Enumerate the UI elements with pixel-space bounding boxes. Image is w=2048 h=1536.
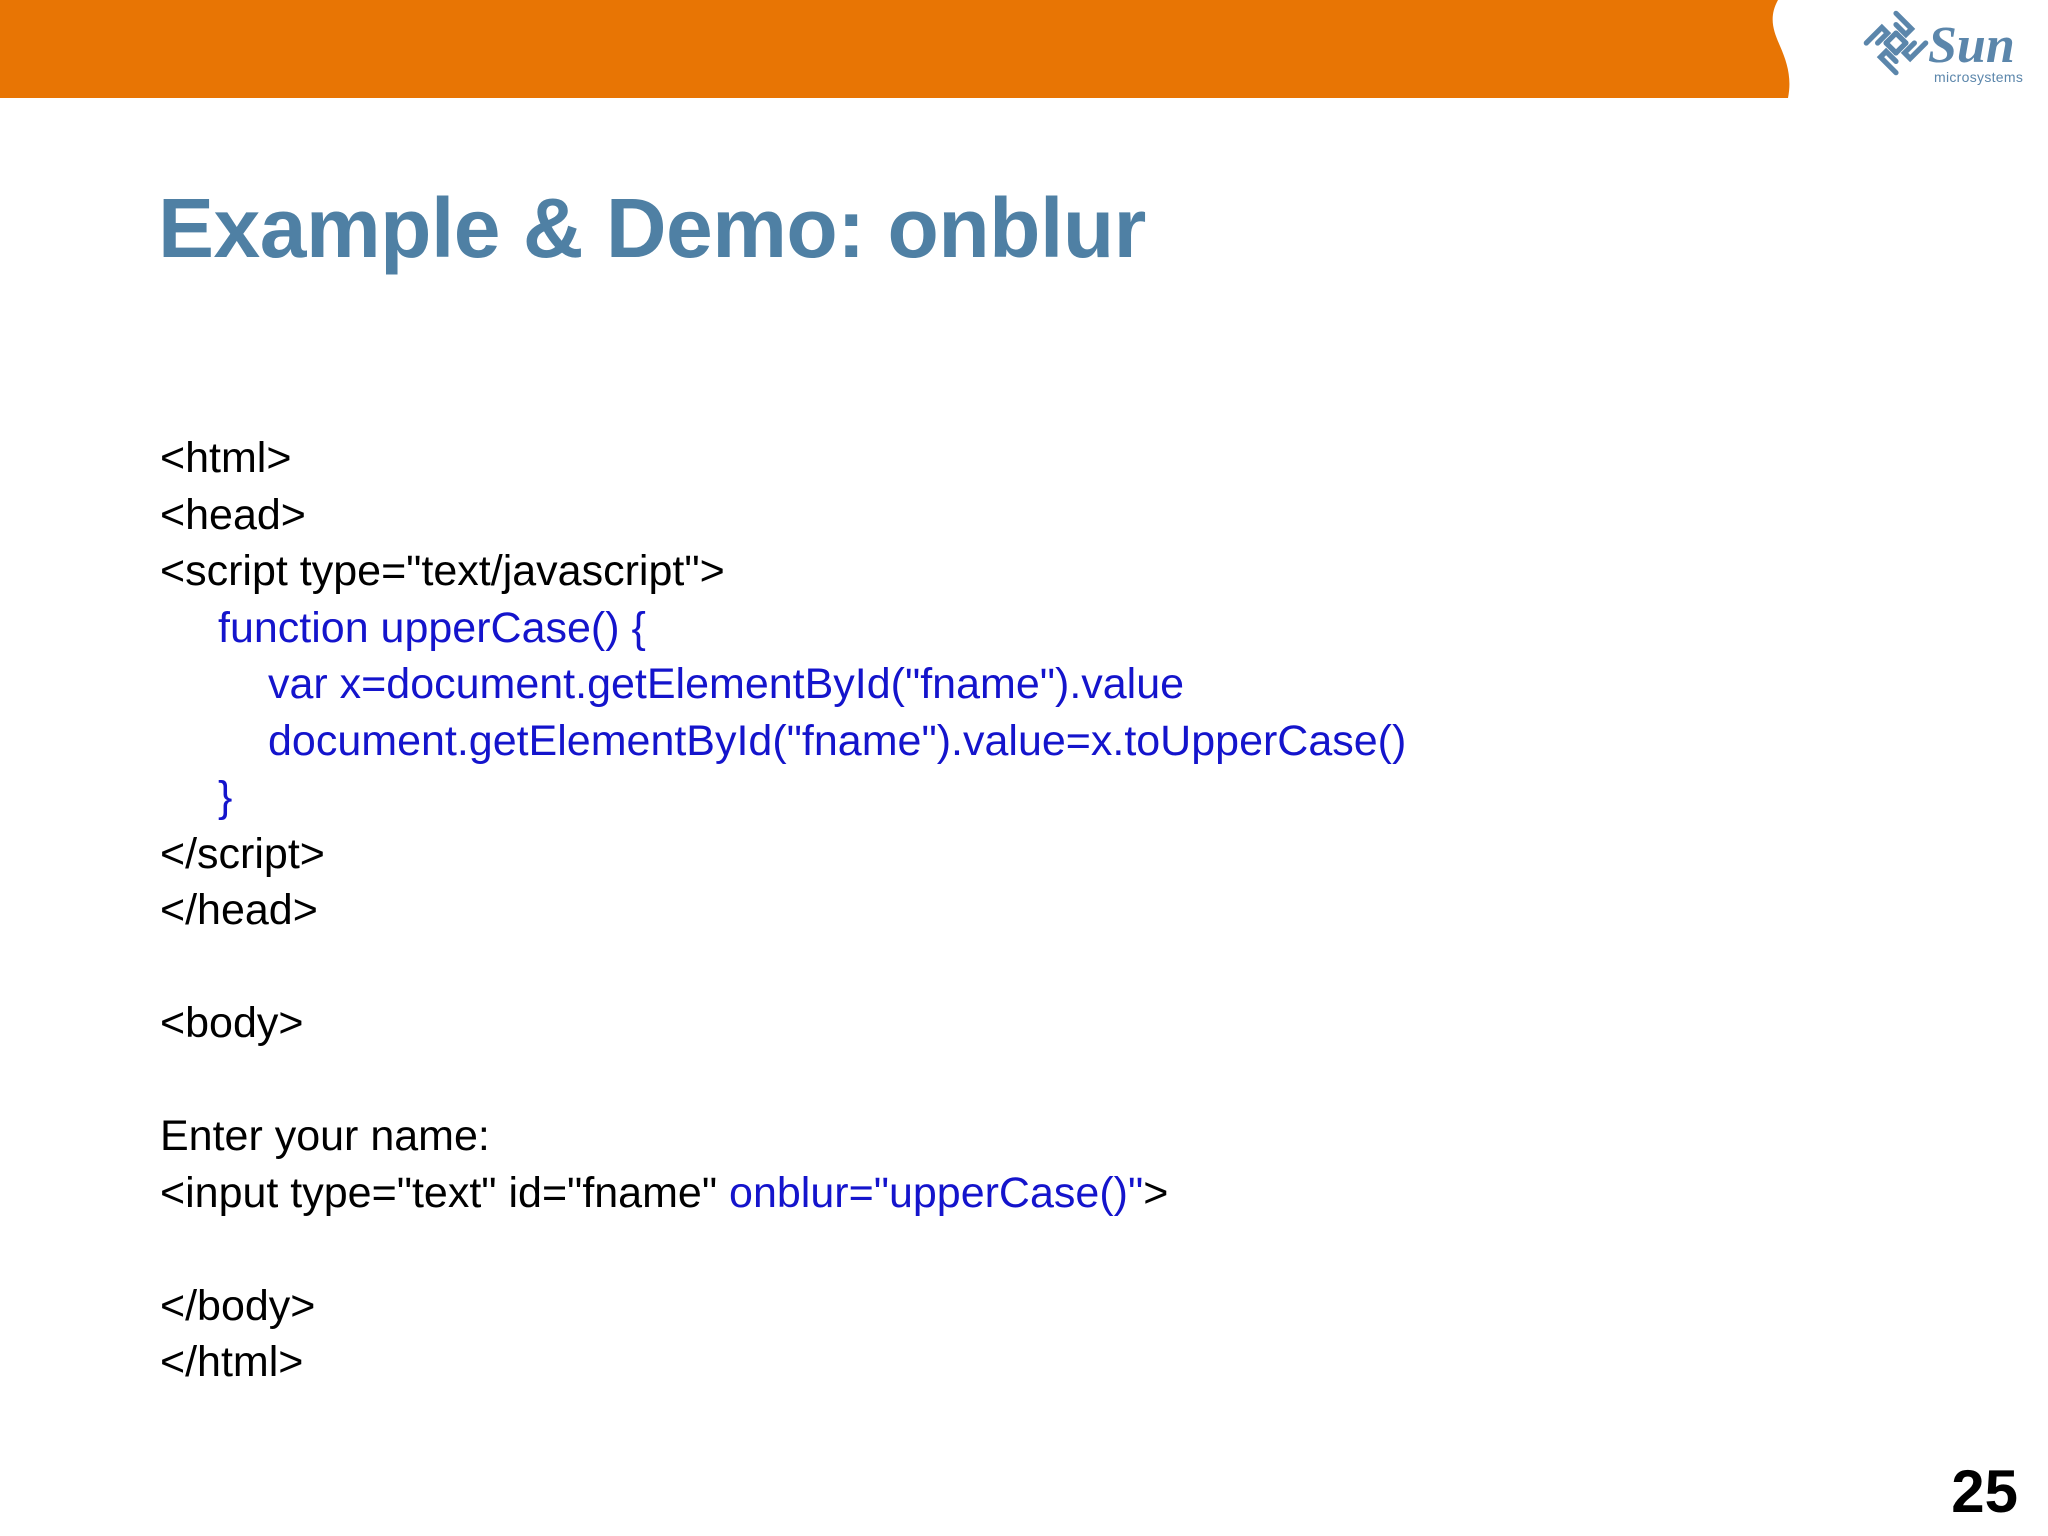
code-line (160, 1052, 1860, 1109)
code-token: Enter your name: (160, 1112, 490, 1160)
code-token: </head> (160, 886, 318, 934)
code-line (160, 1221, 1860, 1278)
code-line: <body> (160, 995, 1860, 1052)
code-token: onblur="upperCase()" (729, 1168, 1144, 1217)
code-token: <body> (160, 999, 304, 1047)
sun-logo-icon: Sun microsystems (1863, 10, 2023, 85)
page-title: Example & Demo: onblur (158, 181, 1146, 275)
code-line: Enter your name: (160, 1108, 1860, 1165)
code-token: > (1143, 1168, 1169, 1217)
sun-microsystems-logo: Sun microsystems (1862, 10, 2038, 92)
code-token: <html> (160, 434, 292, 482)
code-line: </body> (160, 1278, 1860, 1335)
slide-page-number: 25 (1951, 1458, 2018, 1525)
code-line: <script type="text/javascript"> (160, 543, 1860, 600)
code-token: var x=document.getElementById("fname").v… (268, 660, 1185, 708)
header-band-shape (0, 0, 1790, 98)
code-listing: <html> <head> <script type="text/javascrip… (160, 430, 1860, 1391)
code-line: function upperCase() { (160, 600, 1860, 657)
code-token: </html> (160, 1338, 304, 1386)
code-token: <script type="text/javascript"> (160, 547, 725, 595)
code-line: <input type="text" id="fname" onblur="up… (160, 1165, 1860, 1222)
code-line: </script> (160, 826, 1860, 883)
sun-wordmark: Sun (1928, 17, 2015, 74)
code-token: <head> (160, 490, 306, 539)
sun-tagline: microsystems (1934, 69, 2023, 85)
code-token: </body> (160, 1281, 316, 1330)
code-token: <input type="text" id="fname" (160, 1168, 730, 1217)
code-token: } (218, 773, 233, 821)
code-line: document.getElementById("fname").value=x… (160, 713, 1860, 770)
header-orange-band (0, 0, 1830, 98)
code-line: </head> (160, 882, 1860, 939)
code-line: } (160, 769, 1860, 826)
code-token: function upperCase() { (218, 603, 646, 652)
code-token: </script> (160, 829, 325, 878)
code-token: document.getElementById("fname").value=x… (268, 716, 1407, 765)
code-line: var x=document.getElementById("fname").v… (160, 656, 1860, 713)
code-line: <head> (160, 487, 1860, 544)
code-line (160, 939, 1860, 996)
code-line: </html> (160, 1334, 1860, 1391)
code-line: <html> (160, 430, 1860, 487)
